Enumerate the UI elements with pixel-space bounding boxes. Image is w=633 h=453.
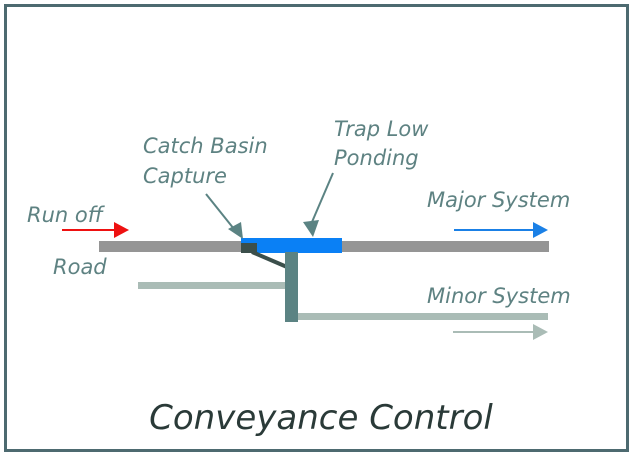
trap-low-pointer [303,172,334,237]
minor-downstream-pipe [298,313,548,320]
catch-basin-label-line1: Catch Basin [143,134,268,158]
catch-basin-grate [241,243,257,253]
minor-system-arrow [453,324,548,340]
run-off-arrow [62,222,129,238]
major-system-label: Major System [427,188,570,212]
run-off-label: Run off [27,203,106,227]
vertical-pipe [285,252,298,322]
minor-upstream-pipe [138,282,285,289]
trap-low-label-line2: Ponding [334,146,419,170]
diagram-frame [4,4,629,452]
minor-system-label: Minor System [427,284,571,308]
catch-basin-lead [251,250,288,269]
catch-basin-pointer [205,193,243,239]
major-system-arrow [454,222,548,238]
ponding-water [241,238,342,253]
diagram-title: Conveyance Control [149,398,493,438]
road-label: Road [53,255,107,279]
catch-basin-label-line2: Capture [143,164,227,188]
trap-low-label-line1: Trap Low [334,117,429,141]
